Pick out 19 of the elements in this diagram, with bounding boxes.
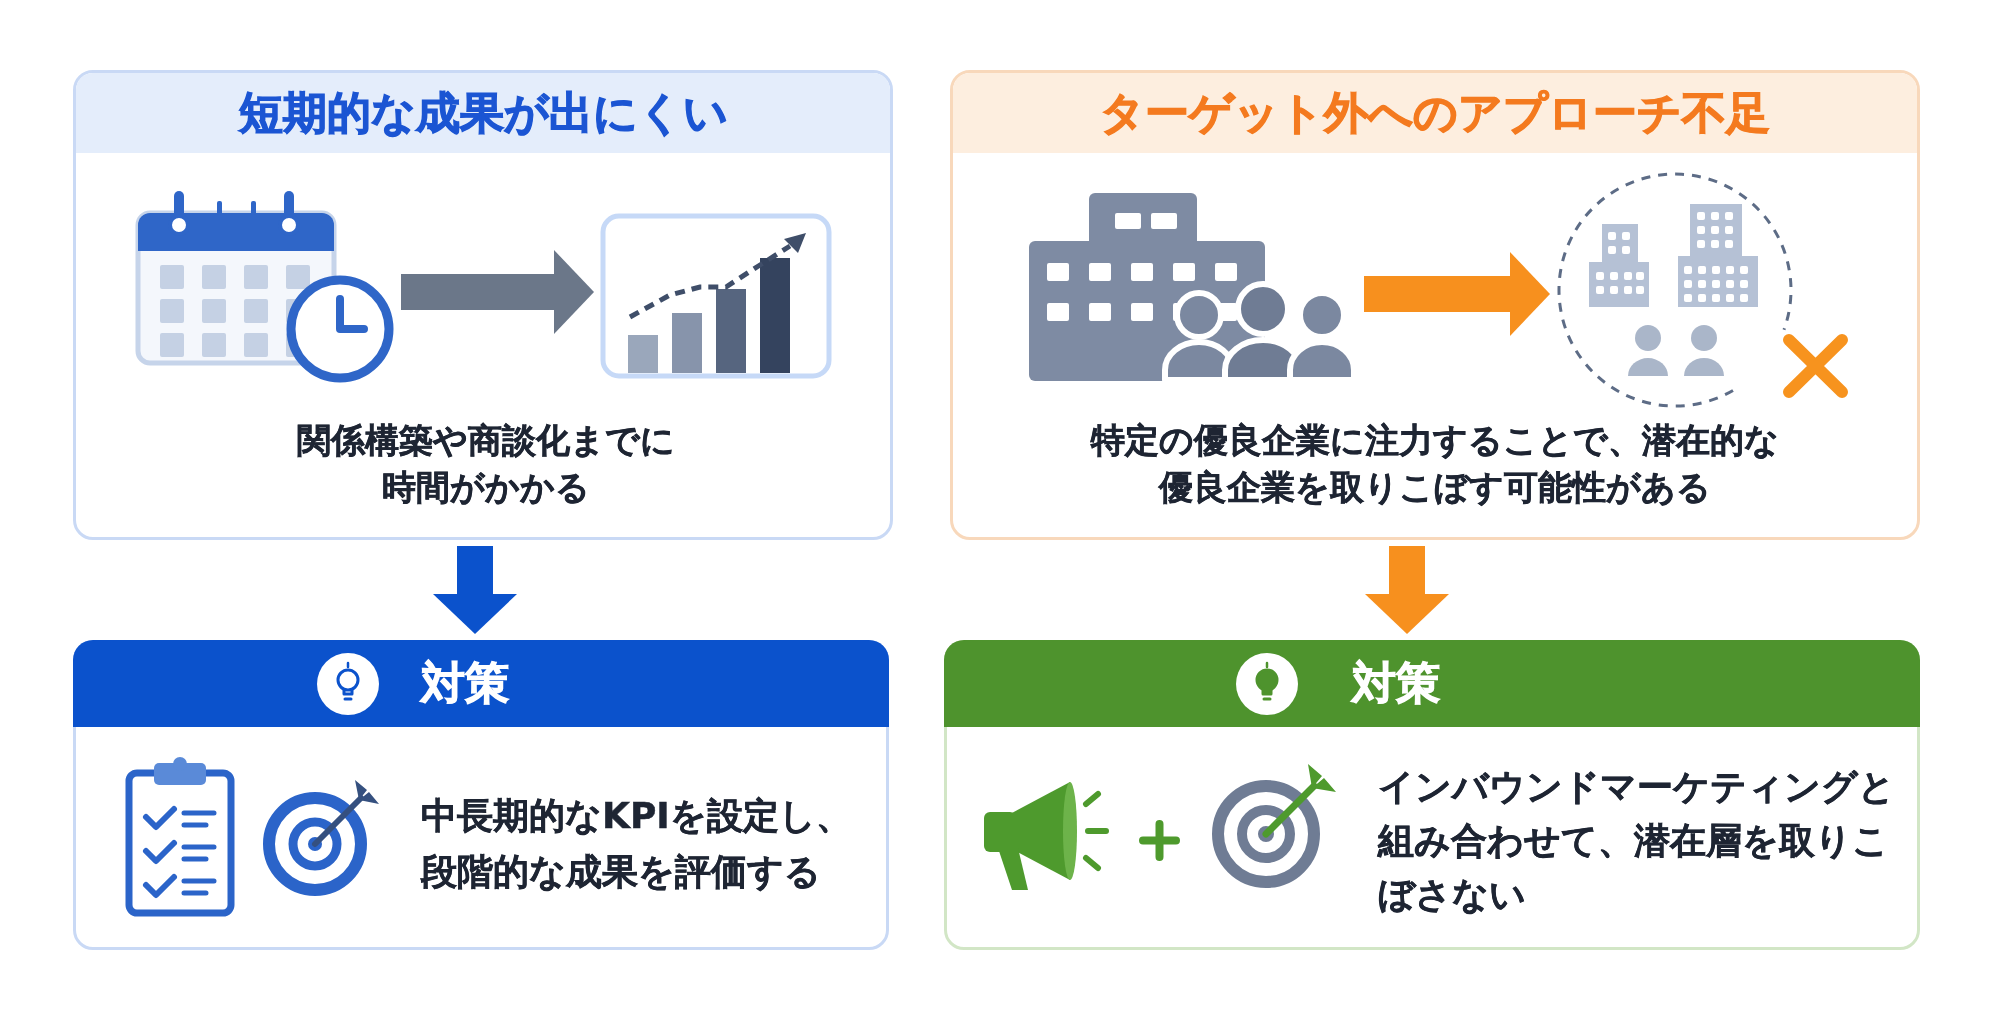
card-heading: 対策	[421, 657, 509, 710]
card-text: 関係構築や商談化までに時間がかかる	[296, 419, 676, 509]
arrow	[1364, 252, 1550, 336]
solution-card	[944, 640, 1920, 950]
card-text: 特定の優良企業に注力することで、潜在的な優良企業を取りこぼす可能性がある	[1090, 419, 1780, 509]
solution-card	[73, 640, 889, 950]
bar-chart-icon	[600, 213, 832, 379]
problem-card	[73, 70, 893, 540]
card-heading: 短期的な成果が出にくい	[238, 86, 728, 140]
card-heading: ターゲット外へのアプローチ不足	[1100, 86, 1770, 140]
calendar-clock-icon	[134, 189, 395, 385]
arrow	[433, 546, 517, 634]
dashed-circle-buildings-icon	[1556, 172, 1850, 410]
arrow	[1365, 546, 1449, 634]
problem-card	[950, 70, 1920, 540]
card-text: 中長期的なKPIを設定し、段階的な成果を評価する	[421, 794, 853, 894]
card-heading: 対策	[1352, 657, 1440, 710]
arrow	[401, 250, 594, 334]
card-text: インバウンドマーケティングと組み合わせて、潜在層を取りこぼさない	[1378, 765, 1896, 917]
